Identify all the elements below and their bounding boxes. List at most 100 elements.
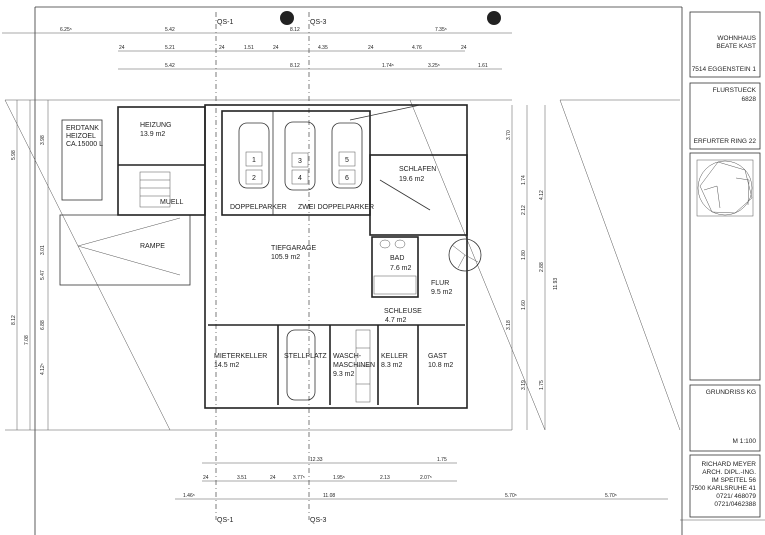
dimension-label: 8.12	[290, 63, 300, 69]
room-label-heizung: HEIZUNG	[140, 122, 172, 129]
room-label-zwei-doppelparker: ZWEI DOPPELPARKER	[298, 204, 374, 211]
dimension-label: 3.51	[237, 475, 247, 481]
drawing-title: GRUNDRISS KG	[706, 389, 756, 396]
section-label-qs1-top: QS-1	[217, 19, 233, 26]
spiral-staircase	[448, 238, 482, 272]
dimension-label: 3.98	[40, 135, 46, 145]
architect-title: ARCH. DIPL.-ING.	[702, 469, 756, 476]
bathroom-fixtures	[373, 239, 417, 295]
room-area-gast: 10.8 m2	[428, 362, 453, 369]
dimension-label: 5.70⁵	[605, 493, 617, 499]
dimension-label: 5.42	[165, 63, 175, 69]
staircase	[139, 171, 171, 208]
room-label-doppelparker: DOPPELPARKER	[230, 204, 287, 211]
architect-street: IM SPEITEL 56	[711, 477, 756, 484]
dimension-label: 5.47	[40, 270, 46, 280]
project-box	[689, 11, 761, 78]
section-label-qs1-bottom: QS-1	[217, 517, 233, 524]
dimension-chain-right: 3.70 1.74 4.12 2.12 1.80 2.88 1.60 3.18 …	[506, 105, 559, 430]
dimension-label: 1.75	[539, 380, 545, 390]
dimension-label: 2.88	[539, 262, 545, 272]
marker-dot	[280, 11, 294, 25]
project-line2: BEATE KAST	[716, 43, 756, 50]
marker-dot	[487, 11, 501, 25]
dimension-label: 7.08	[24, 335, 30, 345]
parking-number: 4	[298, 175, 302, 182]
room-area-schleuse: 4.7 m2	[385, 317, 407, 324]
dimension-label: 1.51	[244, 45, 254, 51]
architect-phone2: 0721/0462388	[714, 501, 756, 508]
room-label-schlafen: SCHLAFEN	[399, 166, 436, 173]
dimension-label: 3.70	[506, 130, 512, 140]
dimension-label: 5.21	[165, 45, 175, 51]
dimension-label: 3.19	[521, 380, 527, 390]
dimension-label: 1.60	[521, 300, 527, 310]
room-area-heizung: 13.9 m2	[140, 131, 165, 138]
dimension-chain-left: 5.98 3.98 3.01 5.47 6.88 7.08 4.12⁵ 8.12	[11, 100, 49, 430]
room-area-keller: 8.3 m2	[381, 362, 403, 369]
parcel-label: FLURSTUECK	[713, 87, 757, 94]
room-label-capacity: CA.15000 L	[66, 141, 103, 148]
dimension-label: 24	[270, 475, 276, 481]
parking-number: 6	[345, 175, 349, 182]
room-area-mieterkeller: 14.5 m2	[214, 362, 239, 369]
dimension-label: 3.01	[40, 245, 46, 255]
dimension-label: 1.95⁵	[333, 475, 345, 481]
room-label-mieterkeller: MIETERKELLER	[214, 353, 267, 360]
dimension-label: 4.12	[539, 190, 545, 200]
room-label-muell: MUELL	[160, 199, 183, 206]
ramp	[59, 214, 191, 286]
room-label-gast: GAST	[428, 353, 448, 360]
architect-phone1: 0721/ 468079	[716, 493, 756, 500]
section-label-qs3-top: QS-3	[310, 19, 326, 26]
dimension-label: 2.07⁵	[420, 475, 432, 481]
dimension-label: 24	[273, 45, 279, 51]
dimension-label: 4.76	[412, 45, 422, 51]
street: ERFURTER RING 22	[694, 138, 757, 145]
dimension-label: 2.12	[521, 205, 527, 215]
room-label-tiefgarage: TIEFGARAGE	[271, 245, 316, 252]
dimension-label: 11.08	[323, 493, 335, 499]
parking-number: 1	[252, 157, 256, 164]
room-area-waschmaschinen: 9.3 m2	[333, 371, 355, 378]
room-label-schleuse: SCHLEUSE	[384, 308, 422, 315]
dimension-label: 1.74	[521, 175, 527, 185]
dimension-label: 3.25⁵	[428, 63, 440, 69]
parcel-box	[689, 82, 761, 150]
dimension-label: 4.12⁵	[40, 363, 46, 375]
room-label-rampe: RAMPE	[140, 243, 165, 250]
dimension-label: 1.46⁵	[183, 493, 195, 499]
site-plan-box	[689, 152, 761, 381]
dimension-label: 1.61	[478, 63, 488, 69]
dimension-label: 8.12	[11, 315, 17, 325]
washing-machines	[355, 329, 371, 403]
room-label-flur: FLUR	[431, 280, 449, 287]
dimension-label: 6.88	[40, 320, 46, 330]
dimension-label: 2.13	[380, 475, 390, 481]
room-label-bad: BAD	[390, 255, 404, 262]
dimension-label: 1.80	[521, 250, 527, 260]
dimension-label: 7.35⁵	[435, 27, 447, 33]
parking-number: 2	[252, 175, 256, 182]
architect-city: 7500 KARLSRUHE 41	[691, 485, 756, 492]
architect-name: RICHARD MEYER	[701, 461, 756, 468]
dimension-chain-bottom: 12.33 1.75 24 3.51 24 3.77⁵ 1.95⁵ 2.13 2…	[175, 457, 668, 500]
dimension-label: 5.70⁵	[505, 493, 517, 499]
building-walls	[117, 104, 468, 409]
architect-box	[689, 454, 761, 518]
room-label-maschinen: MASCHINEN	[333, 362, 375, 369]
parking-number: 5	[345, 157, 349, 164]
room-area-schlafen: 19.6 m2	[399, 176, 424, 183]
section-label-qs3-bottom: QS-3	[310, 517, 326, 524]
dimension-label: 5.98	[11, 150, 17, 160]
dimension-label: 24	[461, 45, 467, 51]
drawing-scale: M 1:100	[733, 438, 757, 445]
dimension-chain-top: 6.25⁵ 5.42 8.12 7.35⁵ 24 5.21 24 1.51 24…	[2, 27, 512, 70]
dimension-label: 8.12	[290, 27, 300, 33]
dimension-label: 12.33	[310, 457, 323, 463]
room-area-bad: 7.6 m2	[390, 265, 412, 272]
room-area-flur: 9.5 m2	[431, 289, 453, 296]
room-area-tiefgarage: 105.9 m2	[271, 254, 300, 261]
dimension-label: 5.42	[165, 27, 175, 33]
